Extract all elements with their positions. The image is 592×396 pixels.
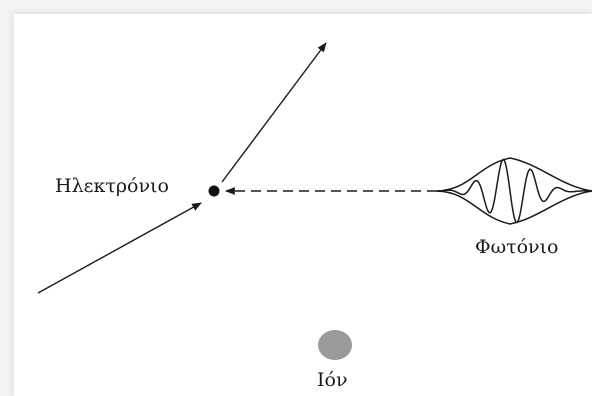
electron-dot: [208, 185, 220, 197]
diagram-panel: [14, 14, 592, 396]
photon-wave-packet: [436, 157, 592, 225]
electron-label: Ηλεκτρόνιο: [55, 175, 169, 197]
incoming-electron-arrow: [37, 202, 202, 294]
photon-label: Φωτόνιο: [475, 236, 559, 258]
outgoing-electron-arrow: [221, 42, 327, 183]
ion-label: Ιόν: [317, 369, 348, 391]
ion-circle: [318, 330, 352, 360]
